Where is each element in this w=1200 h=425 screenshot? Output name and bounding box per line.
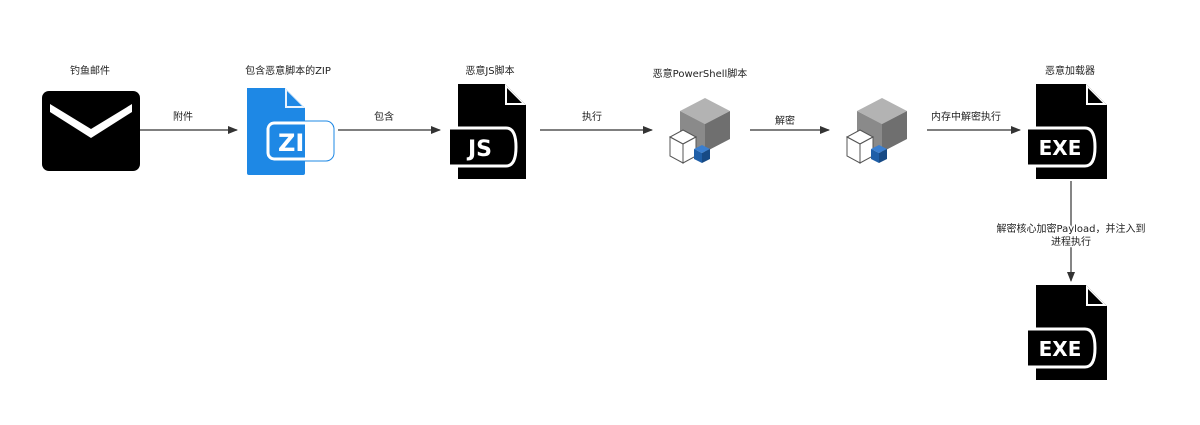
node-label-js: 恶意JS脚本	[465, 64, 514, 77]
exe-file-icon: EXE	[1028, 285, 1107, 380]
edge-label-memory-exec: 内存中解密执行	[931, 110, 1001, 123]
edge-label-execute: 执行	[582, 110, 602, 123]
node-label-zip: 包含恶意脚本的ZIP	[245, 64, 331, 77]
edge-label-contains: 包含	[374, 110, 394, 123]
node-label-loader: 恶意加载器	[1045, 64, 1095, 77]
envelope-icon	[42, 91, 140, 171]
exe-badge-text: EXE	[1039, 337, 1082, 361]
edge-label-inject-line2: 进程执行	[1051, 235, 1091, 248]
powershell-cube-icon	[845, 98, 907, 164]
exe-file-icon: EXE	[1028, 84, 1107, 179]
node-label-powershell: 恶意PowerShell脚本	[653, 67, 748, 80]
exe-badge-text: EXE	[1039, 136, 1082, 160]
node-label-email: 钓鱼邮件	[70, 64, 110, 77]
js-badge-text: JS	[466, 137, 492, 162]
zip-badge-text: ZIP	[278, 129, 322, 157]
edge-label-attachment: 附件	[173, 110, 193, 123]
edge-label-decrypt: 解密	[775, 114, 795, 127]
edge-label-inject-line1: 解密核心加密Payload，并注入到	[997, 222, 1146, 235]
js-file-icon: JS	[450, 84, 526, 179]
powershell-cube-icon	[668, 98, 730, 164]
zip-file-icon: ZIP	[247, 88, 335, 175]
